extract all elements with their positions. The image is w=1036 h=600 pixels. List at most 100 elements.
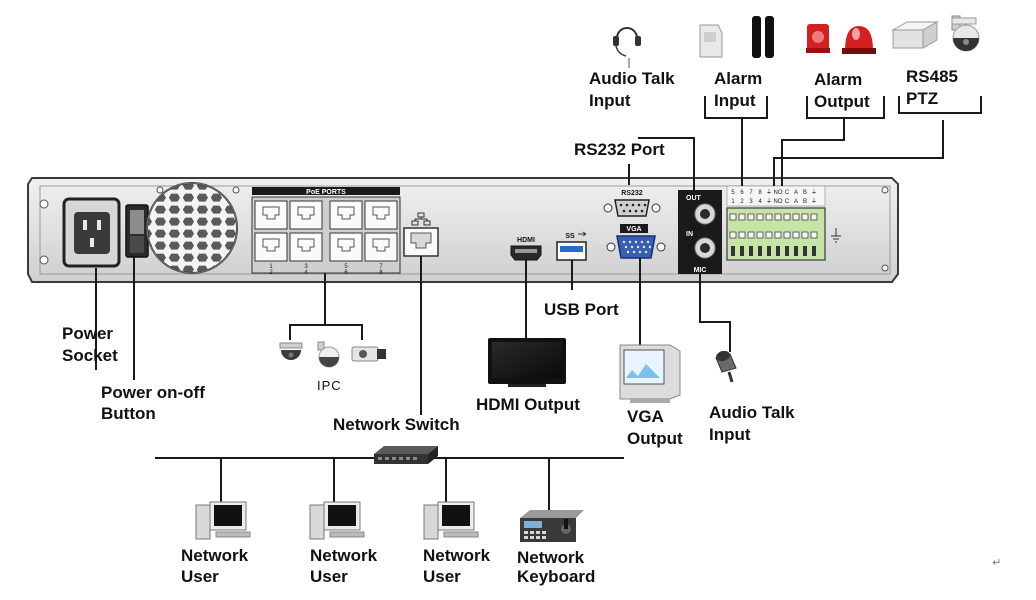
- poe-port-num-1: 1: [269, 264, 273, 270]
- label-network-user-3-line2: User: [423, 567, 461, 586]
- ptz-dome-camera-icon: [951, 15, 980, 52]
- usb-icon: [578, 231, 587, 237]
- network-user-pc-icon-2: [309, 501, 365, 540]
- poe-port-num-6: 6: [344, 270, 348, 276]
- poe-port-num-2: 2: [269, 270, 273, 276]
- network-icon: [411, 212, 431, 226]
- power-switch[interactable]: [125, 204, 149, 258]
- rs232-port[interactable]: RS232: [603, 190, 661, 217]
- label-network-user-2-line1: Network: [310, 546, 378, 565]
- network-user-pc-icon-1: [195, 501, 251, 540]
- hdmi-port[interactable]: HDMI: [510, 237, 542, 261]
- microphone-icon: [715, 350, 737, 383]
- ground-icon: [831, 228, 841, 243]
- label-audio-talk-input-bottom-line2: Input: [709, 425, 751, 444]
- vga-monitor-icon: [619, 344, 681, 403]
- label-rs485-ptz-line1: RS485: [906, 67, 958, 86]
- network-user-pc-icon-3: [423, 501, 479, 540]
- alarm-top-3: 7: [749, 190, 753, 196]
- hdmi-port-label: HDMI: [517, 237, 535, 244]
- ipc-speed-dome-icon: [317, 341, 340, 368]
- alarm-top-2: 6: [740, 190, 744, 196]
- alarm-top-8: A: [794, 190, 798, 196]
- label-audio-talk-input-bottom-line1: Audio Talk: [709, 403, 795, 422]
- poe-port-num-8: 8: [379, 270, 383, 276]
- poe-port-num-3: 3: [304, 264, 308, 270]
- audio-out-jack[interactable]: [694, 203, 716, 225]
- alarm-top-6: NO: [774, 190, 783, 196]
- poe-port-num-4: 4: [304, 270, 308, 276]
- mic-label: MIC: [694, 267, 707, 274]
- poe-port-num-5: 5: [344, 264, 348, 270]
- vga-port-label: VGA: [626, 226, 641, 233]
- label-rs232-port: RS232 Port: [574, 140, 665, 159]
- alarm-terminal-block[interactable]: 5 6 7 8 ⏚ NO C A B ⏚ 1 2 3 4 ⏚ NO C A B …: [726, 185, 841, 261]
- alarm-bot-2: 2: [740, 199, 744, 205]
- alarm-bot-7: C: [785, 199, 790, 205]
- hdmi-tv-icon: [488, 338, 566, 387]
- label-usb-port: USB Port: [544, 300, 619, 319]
- audio-out-label: OUT: [686, 195, 702, 202]
- rs232-port-label: RS232: [621, 190, 643, 197]
- label-audio-talk-input-top-line2: Input: [589, 91, 631, 110]
- label-power-socket-line1: Power: [62, 324, 113, 343]
- alarm-top-10: ⏚: [811, 189, 817, 196]
- label-rs485-ptz-line2: PTZ: [906, 89, 938, 108]
- alarm-bot-4: 4: [758, 199, 762, 205]
- pir-sensor-icon: [699, 24, 723, 58]
- label-network-keyboard-line1: Network: [517, 548, 585, 567]
- label-power-socket-line2: Socket: [62, 346, 118, 365]
- end-of-paragraph-mark: ↵: [992, 556, 1001, 569]
- label-network-keyboard-line2: Keyboard: [517, 567, 595, 586]
- ipc-box-camera-icon: [351, 346, 386, 362]
- alarm-top-5: ⏚: [766, 189, 772, 196]
- audio-block: OUT IN MIC: [678, 190, 722, 274]
- label-vga-output-line1: VGA: [627, 407, 664, 426]
- audio-in-jack[interactable]: [694, 237, 716, 259]
- alarm-bot-8: A: [794, 199, 798, 205]
- alarm-bot-5: ⏚: [766, 198, 772, 205]
- power-socket[interactable]: [62, 197, 121, 268]
- poe-ports: PoE PORTS 1 2 3 4 5 6 7 8: [251, 187, 401, 276]
- label-ipc: IPC: [317, 378, 342, 393]
- label-hdmi-output: HDMI Output: [476, 395, 580, 414]
- label-alarm-input-line2: Input: [714, 91, 756, 110]
- poe-port-num-7: 7: [379, 264, 383, 270]
- alarm-bot-1: 1: [731, 199, 735, 205]
- strobe-light-icon: [842, 26, 876, 54]
- network-switch-icon: [374, 446, 438, 464]
- alarm-bot-3: 3: [749, 199, 753, 205]
- label-alarm-input-line1: Alarm: [714, 69, 762, 88]
- label-network-user-1-line1: Network: [181, 546, 249, 565]
- label-network-switch: Network Switch: [333, 415, 460, 434]
- label-network-user-1-line2: User: [181, 567, 219, 586]
- alarm-top-4: 8: [758, 190, 762, 196]
- alarm-top-7: C: [785, 190, 790, 196]
- network-keyboard-icon: [520, 510, 584, 542]
- usb-port-label: SS: [565, 233, 575, 240]
- label-network-user-3-line1: Network: [423, 546, 491, 565]
- alarm-bot-6: NO: [774, 199, 783, 205]
- ipc-dome-camera-icon: [279, 342, 303, 360]
- headset-icon: [613, 27, 641, 68]
- poe-ports-label: PoE PORTS: [306, 189, 346, 196]
- label-power-button-line1: Power on-off: [101, 383, 205, 402]
- connection-lines: [95, 96, 982, 515]
- audio-in-label: IN: [686, 231, 693, 238]
- alarm-bot-9: B: [803, 199, 807, 205]
- alarm-top-1: 5: [731, 190, 735, 196]
- label-alarm-output-line1: Alarm: [814, 70, 862, 89]
- label-audio-talk-input-top-line1: Audio Talk: [589, 69, 675, 88]
- usb-port[interactable]: SS: [556, 231, 587, 261]
- beam-sensor-icon: [752, 16, 774, 58]
- vga-port[interactable]: VGA: [606, 224, 666, 259]
- alarm-top-9: B: [803, 190, 807, 196]
- decoder-box-icon: [891, 21, 939, 49]
- poe-port-grid[interactable]: [254, 200, 398, 262]
- network-port[interactable]: [403, 212, 439, 257]
- label-network-user-2-line2: User: [310, 567, 348, 586]
- label-alarm-output-line2: Output: [814, 92, 870, 111]
- siren-icon: [806, 24, 830, 53]
- label-vga-output-line2: Output: [627, 429, 683, 448]
- fan-grille: [146, 182, 238, 274]
